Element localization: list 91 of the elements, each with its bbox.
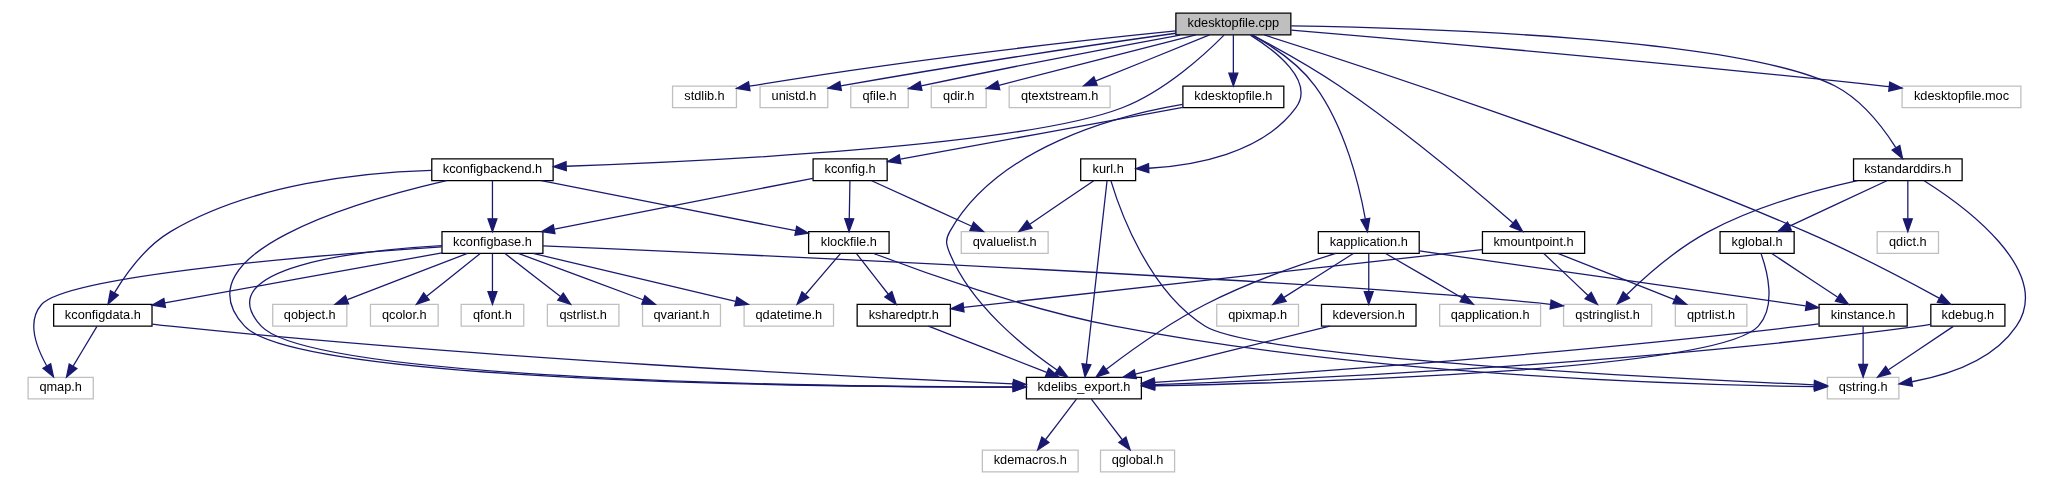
arrow xyxy=(106,169,432,306)
node-box: kconfigbackend.h xyxy=(430,158,554,182)
arrow xyxy=(1080,180,1108,379)
arrow xyxy=(65,325,98,379)
arrow xyxy=(1035,398,1077,452)
node-box: klockfile.h xyxy=(807,231,890,254)
node-box: kconfig.h xyxy=(811,158,888,182)
node-box: ksharedptr.h xyxy=(856,303,951,327)
node-box: kurl.h xyxy=(1079,158,1136,182)
arrow xyxy=(843,180,855,234)
node-box: kdemacros.h xyxy=(981,449,1079,473)
arrow xyxy=(734,30,1176,92)
arrow xyxy=(1251,34,1524,233)
node-box: kconfigbase.h xyxy=(440,231,544,254)
node-box: qpixmap.h xyxy=(1215,303,1299,327)
node-box: qstrlist.h xyxy=(546,303,620,327)
arrow xyxy=(1418,250,1821,312)
arrow xyxy=(1227,34,1239,88)
arrow xyxy=(906,34,1181,92)
arrow xyxy=(855,252,897,306)
node-box: qobject.h xyxy=(271,303,347,327)
node-box: qfont.h xyxy=(460,303,524,327)
arrow xyxy=(1016,180,1094,233)
arrow xyxy=(1542,252,1599,306)
arrow xyxy=(1896,180,2026,388)
node-box: qglobal.h xyxy=(1099,449,1175,473)
node-box: qcolor.h xyxy=(369,303,439,327)
arrow xyxy=(414,252,481,306)
node-box: kinstance.h xyxy=(1817,303,1908,327)
node-box: qfile.h xyxy=(849,85,909,109)
arrow xyxy=(486,252,498,307)
arrow xyxy=(1270,252,1354,306)
arrow xyxy=(870,180,985,233)
arrow xyxy=(1133,34,1302,174)
arrow xyxy=(1090,398,1131,452)
arrow xyxy=(32,246,442,379)
arrow xyxy=(1290,29,1904,92)
node-box: qdatetime.h xyxy=(742,303,834,327)
arrow xyxy=(1120,325,1330,380)
node-box: qmap.h xyxy=(26,376,94,400)
node-box: kdelibs_export.h xyxy=(1025,376,1142,400)
node-box: qdict.h xyxy=(1876,231,1939,254)
node-box: qvariant.h xyxy=(641,303,721,327)
node-box: unistd.h xyxy=(758,85,828,109)
arrow xyxy=(983,34,1196,91)
node-box: kglobal.h xyxy=(1718,231,1795,254)
arrow xyxy=(885,106,1183,165)
node-box: qvaluelist.h xyxy=(960,231,1049,254)
arrow xyxy=(1290,25,1904,161)
arrow xyxy=(1094,252,1336,379)
node-box: qtextstream.h xyxy=(1008,85,1111,109)
arrow xyxy=(927,325,1061,378)
node-box: kstandarddirs.h xyxy=(1852,158,1963,182)
node-box: qdir.h xyxy=(930,85,987,109)
arrow xyxy=(541,245,1565,310)
node-box: kdesktopfile.moc xyxy=(1900,85,2022,109)
arrow xyxy=(948,248,1483,313)
node-box: qstringlist.h xyxy=(1562,303,1652,327)
arrow xyxy=(1875,325,1954,379)
node-box: kdeversion.h xyxy=(1320,303,1417,327)
arrow xyxy=(517,252,657,305)
arrow xyxy=(149,252,443,309)
node-box: kapplication.h xyxy=(1317,231,1420,254)
arrow xyxy=(1770,252,1850,306)
node-box: qstring.h xyxy=(1826,376,1900,400)
arrow xyxy=(151,323,1028,390)
arrow xyxy=(531,252,750,307)
arrow xyxy=(1362,252,1374,307)
arrow xyxy=(1775,180,1887,233)
node-box: kdesktopfile.cpp xyxy=(1174,12,1291,36)
arrow xyxy=(503,252,572,306)
node-box: stdlib.h xyxy=(671,85,737,109)
arrow xyxy=(486,180,498,234)
node-box: kdesktopfile.h xyxy=(1181,85,1284,109)
arrow xyxy=(1556,252,1688,305)
arrow xyxy=(795,252,841,306)
arrow xyxy=(1384,252,1475,306)
arrow xyxy=(1081,34,1210,87)
node-box: kmountpoint.h xyxy=(1481,231,1585,254)
arrow xyxy=(825,32,1176,92)
node-box: qapplication.h xyxy=(1438,303,1541,327)
arrow xyxy=(332,252,468,305)
arrow xyxy=(1615,179,1858,306)
arrow xyxy=(1857,325,1868,380)
arrow xyxy=(1901,180,1913,234)
node-box: kdebug.h xyxy=(1929,303,2006,327)
node-box: qptrlist.h xyxy=(1674,303,1748,327)
arrow xyxy=(550,34,1225,172)
arrow xyxy=(1263,34,1952,306)
node-box: kconfigdata.h xyxy=(52,303,153,327)
arrow xyxy=(945,103,1183,379)
